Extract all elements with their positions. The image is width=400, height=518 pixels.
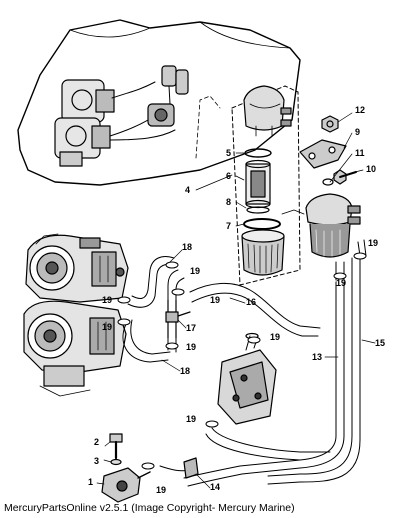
callout-1: 1	[88, 477, 93, 487]
callout-13: 13	[312, 352, 322, 362]
hose-16	[189, 282, 321, 329]
hose-tee-upper	[167, 269, 185, 301]
hose-clamp-14	[183, 457, 199, 479]
callout-19-d: 19	[102, 322, 112, 332]
hose-15	[267, 257, 353, 477]
callout-8: 8	[226, 197, 231, 207]
callout-19-h: 19	[156, 485, 166, 495]
callout-18-lower: 18	[180, 366, 190, 376]
callout-19-b: 19	[210, 295, 220, 305]
callout-6: 6	[226, 171, 231, 181]
filter-assembly-detail-box	[195, 85, 301, 286]
callout-19-c: 19	[102, 295, 112, 305]
assembled-fuel-filter	[281, 193, 361, 258]
callout-labels: 4 5 6 8 7 12 9 11 10 19 19 15 13 16 18 1…	[88, 105, 385, 495]
leader-lines	[96, 112, 376, 489]
callout-19-e: 19	[186, 342, 196, 352]
fuel-pump	[217, 332, 277, 425]
callout-9: 9	[355, 127, 360, 137]
callout-17: 17	[186, 323, 196, 333]
connector-washer	[110, 458, 122, 466]
callout-16: 16	[246, 297, 256, 307]
hose-18-upper	[131, 256, 175, 299]
callout-5: 5	[226, 148, 231, 158]
clamps-19	[117, 252, 367, 470]
hose-18-lower	[122, 323, 169, 363]
washer	[322, 178, 334, 186]
callout-19-a: 19	[190, 266, 200, 276]
callout-15: 15	[375, 338, 385, 348]
hose-18-lower-wall	[130, 319, 171, 355]
gasket	[246, 206, 270, 214]
callout-11: 11	[355, 148, 365, 158]
callout-2: 2	[94, 437, 99, 447]
copyright-caption: MercuryPartsOnline v2.5.1 (Image Copyrig…	[4, 502, 295, 514]
o-ring-upper	[244, 148, 272, 158]
callout-3: 3	[94, 456, 99, 466]
callout-19-f: 19	[270, 332, 280, 342]
hose-15-wall	[267, 257, 361, 485]
callout-4: 4	[185, 185, 190, 195]
filter-element	[245, 159, 271, 209]
o-ring-lower	[243, 218, 281, 230]
hose-16-wall	[191, 292, 319, 337]
hose-13-wall	[187, 281, 345, 487]
fuel-connector	[101, 467, 151, 503]
callout-18-upper: 18	[182, 242, 192, 252]
callout-19-filter-inlet: 19	[368, 238, 378, 248]
callout-12: 12	[355, 105, 365, 115]
callout-19-g: 19	[186, 414, 196, 424]
hose-pump-outlet	[211, 427, 331, 453]
mounting-bracket	[299, 139, 347, 169]
callout-7: 7	[226, 221, 231, 231]
callout-10: 10	[366, 164, 376, 174]
carburetor-lower	[23, 300, 127, 397]
filter-cap	[243, 85, 292, 137]
carburetor-upper	[25, 233, 129, 303]
callout-19-filter-outlet: 19	[336, 278, 346, 288]
filter-bowl	[241, 229, 285, 276]
callout-14: 14	[210, 482, 220, 492]
tee-fitting	[165, 299, 191, 339]
hose-pump-outlet-wall	[205, 433, 301, 461]
hose-18-upper-wall	[127, 263, 175, 308]
connector-bolt	[109, 433, 123, 460]
engine-overview-inset	[17, 19, 301, 186]
hex-nut	[321, 115, 339, 133]
bolt	[333, 169, 357, 185]
